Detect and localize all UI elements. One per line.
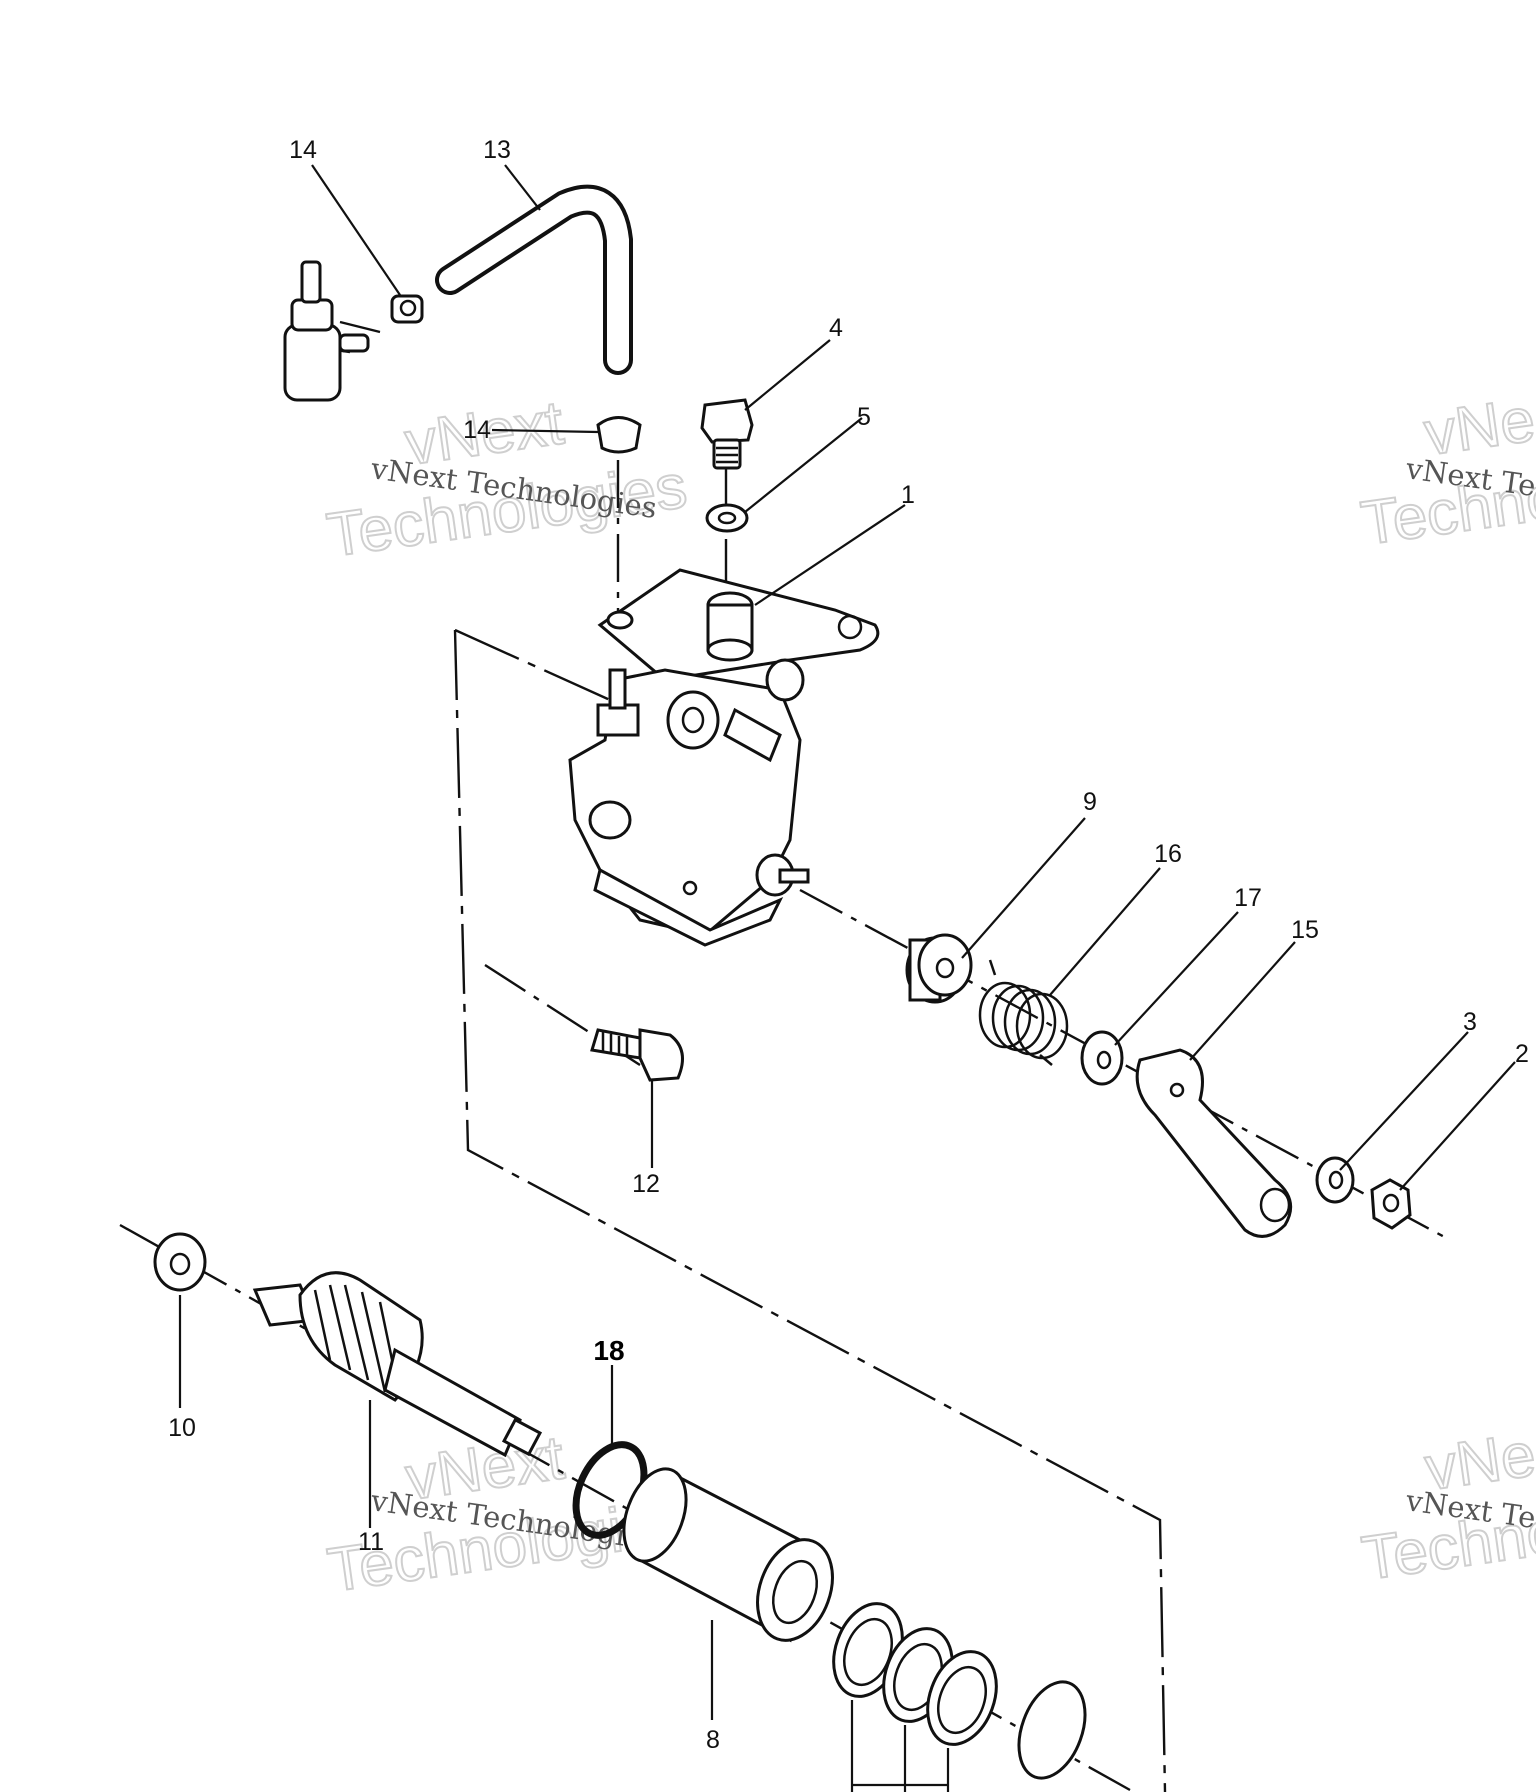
label-part-1: 1	[901, 481, 915, 509]
part-oring-end	[1017, 1680, 1087, 1780]
label-part-2: 2	[1515, 1040, 1529, 1068]
part-hose-clip-top	[390, 294, 424, 324]
label-part-14-middle: 14	[463, 416, 491, 444]
label-part-14-top: 14	[289, 136, 317, 164]
part-drive-gear-shaft-11	[252, 1271, 543, 1458]
part-hose-inner	[439, 188, 629, 371]
part-washer-5-hole	[717, 511, 737, 525]
label-part-11: 11	[358, 1528, 384, 1556]
part-hose-clip-middle	[596, 416, 642, 454]
assembly-frame-line	[453, 628, 1167, 1792]
part-spring-16	[978, 959, 1069, 1066]
leader-lines	[178, 164, 1516, 1720]
label-part-4: 4	[829, 314, 843, 342]
part-shim-stack	[832, 1602, 998, 1746]
label-part-8: 8	[706, 1726, 720, 1754]
part-bolt-12	[590, 1028, 684, 1082]
part-fitting-nipple	[283, 260, 370, 402]
part-collar-9	[905, 933, 973, 1004]
watermark-big-text: vNe	[1420, 385, 1536, 469]
part-washer-10	[153, 1232, 207, 1292]
label-part-15: 15	[1291, 916, 1319, 944]
label-part-16: 16	[1154, 840, 1182, 868]
part-washer-17	[1080, 1030, 1124, 1086]
part-washer-17-hole	[1096, 1050, 1112, 1070]
part-nut-2-hole	[1382, 1193, 1400, 1213]
part-washer-5	[705, 503, 749, 533]
part-oil-pump-body	[568, 568, 880, 947]
label-part-3: 3	[1463, 1008, 1477, 1036]
label-part-12: 12	[632, 1170, 660, 1198]
shim-leader-bracket	[850, 1700, 950, 1792]
label-part-10: 10	[168, 1414, 196, 1442]
part-washer-3-hole	[1328, 1170, 1344, 1190]
part-washer-10-hole	[169, 1252, 191, 1276]
part-control-lever-15	[1135, 1048, 1293, 1238]
label-part-9: 9	[1083, 788, 1097, 816]
label-part-5: 5	[857, 403, 871, 431]
label-part-17: 17	[1234, 884, 1262, 912]
part-sleeve-8	[622, 1467, 834, 1643]
part-nut-2	[1370, 1178, 1412, 1230]
part-washer-3	[1315, 1156, 1355, 1204]
label-part-13: 13	[483, 136, 511, 164]
label-part-18: 18	[593, 1335, 624, 1366]
watermark-big-text: vNe	[1421, 1420, 1536, 1504]
part-bolt-4	[700, 398, 754, 470]
